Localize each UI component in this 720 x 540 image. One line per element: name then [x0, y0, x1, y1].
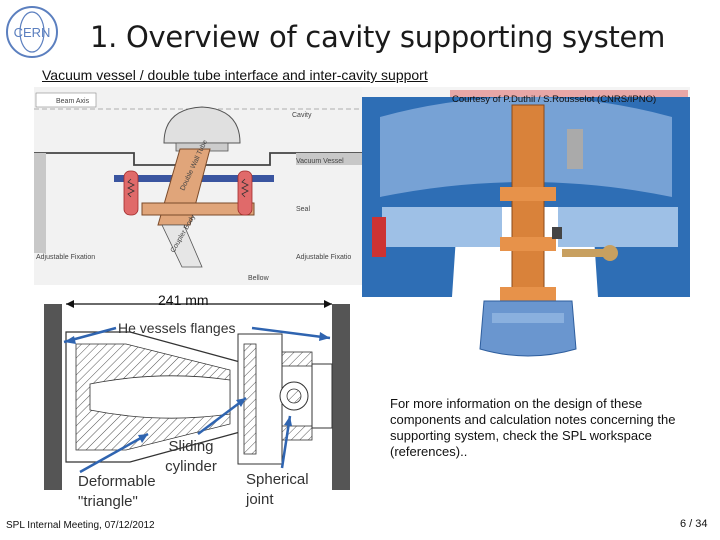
vessel-interface-schematic: Beam Axis Cavity Vacuum Vessel Double Wa…	[34, 87, 362, 285]
cern-logo: CERN	[6, 6, 58, 58]
beam-axis-label: Beam Axis	[56, 98, 90, 105]
svg-text:CERN: CERN	[14, 25, 51, 40]
cad-render	[362, 87, 690, 359]
adjustable-fixation-left-label: Adjustable Fixation	[36, 254, 95, 261]
bellow-label: Bellow	[248, 275, 270, 282]
dimension-label: 241 mm	[158, 292, 209, 308]
spherical-joint-label: Spherical joint	[246, 471, 309, 508]
slide-title: 1. Overview of cavity supporting system	[90, 20, 666, 54]
sliding-cylinder-label: Sliding cylinder	[165, 438, 217, 475]
info-paragraph: For more information on the design of th…	[390, 396, 676, 459]
support-cross-section	[40, 292, 356, 498]
cavity-label: Cavity	[292, 112, 312, 119]
footer-meeting: SPL Internal Meeting, 07/12/2012	[6, 520, 155, 531]
page-number: 6 / 34	[680, 518, 708, 530]
courtesy-note: Courtesy of P.Duthil / S.Rousselot (CNRS…	[452, 94, 657, 105]
vacuum-vessel-label: Vacuum Vessel	[296, 158, 344, 165]
seal-label: Seal	[296, 206, 310, 213]
deformable-triangle-label: Deformable "triangle"	[78, 473, 156, 510]
slide-subtitle: Vacuum vessel / double tube interface an…	[42, 67, 428, 83]
adjustable-fixation-right-label: Adjustable Fixatio	[296, 254, 351, 261]
he-vessels-flanges-label: He vessels flanges	[118, 320, 236, 336]
